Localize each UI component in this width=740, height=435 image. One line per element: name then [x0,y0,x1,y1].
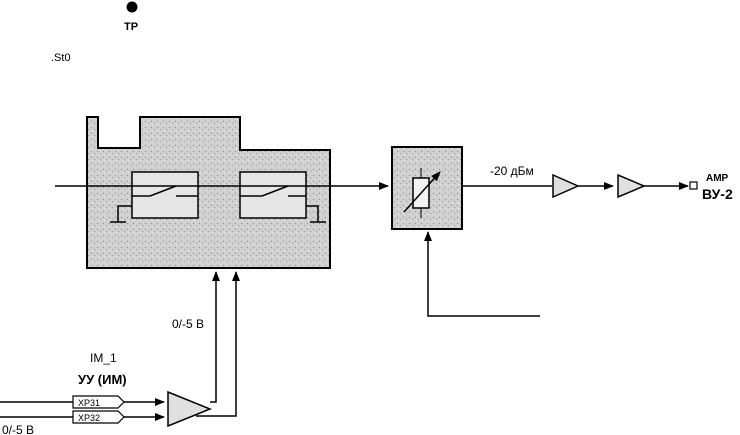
connector-xp32 [72,410,125,424]
control-line-1 [210,271,220,403]
im1-label: IM_1 [90,351,117,365]
connector-xp31 [72,395,125,409]
tp-label: TP [124,21,138,33]
xp32-label: XP32 [78,413,100,423]
amplifier-2 [617,173,646,199]
left-v-label: 0/-5 В [2,423,34,435]
switch-1 [131,171,199,219]
control-amplifier [167,390,212,428]
switch-block [86,116,331,269]
output-terminal [689,181,698,190]
level-db-label: -20 дБм [490,164,534,178]
st0-label: .St0 [51,52,71,64]
vu2-label: ВУ-2 [702,186,733,202]
attenuator-control-line [424,231,540,317]
switch-2 [239,171,307,219]
control-line-2 [196,271,240,417]
amp-label: AMP [706,173,729,184]
attenuator-block [391,146,463,230]
amplifier-1 [552,173,580,199]
level-v-label: 0/-5 В [172,317,204,331]
uu-im-label: УУ (ИМ) [78,372,127,387]
tp-test-point [126,1,138,13]
xp31-label: XP31 [78,398,100,408]
